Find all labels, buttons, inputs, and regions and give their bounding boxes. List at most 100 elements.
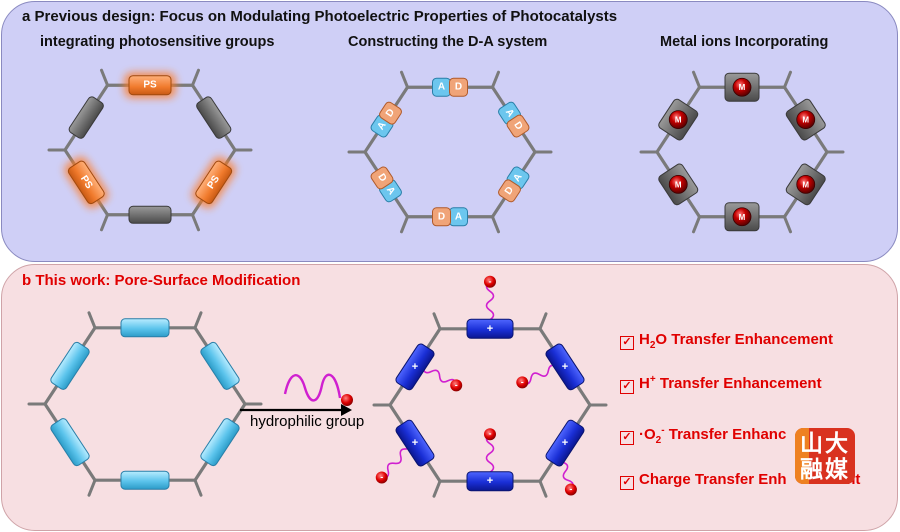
cyan-linker — [200, 341, 240, 390]
watermark-logo: 山大 融媒 — [795, 428, 855, 484]
blue-linker — [395, 343, 435, 391]
metal-ion — [668, 174, 688, 194]
cyan-linker — [120, 470, 170, 490]
subtitle-metal-ions: Metal ions Incorporating — [660, 34, 829, 50]
logo-line-1: 山大 — [800, 430, 850, 456]
minus-sign: - — [521, 377, 524, 387]
plus-sign: + — [562, 361, 568, 373]
minus-sign: - — [380, 472, 383, 482]
logo-stripe — [795, 428, 809, 484]
framework-modified — [372, 312, 608, 498]
framework-stub — [692, 70, 701, 89]
anion-head — [450, 379, 463, 392]
ps-unit — [195, 160, 233, 205]
panel-a-label: a Previous design: Focus on Modulating P… — [22, 8, 618, 25]
checkbox-icon: ✓ — [620, 336, 634, 350]
metal-ion — [732, 207, 752, 227]
ps-unit — [67, 160, 105, 205]
cyan-linker — [50, 341, 90, 390]
blue-linker — [545, 343, 585, 391]
donor-block — [432, 207, 451, 227]
linker-unit — [128, 205, 172, 224]
hydrophilic-chain — [422, 366, 458, 386]
cyan-linker — [50, 418, 90, 467]
framework-stub — [538, 312, 548, 331]
metal-label: M — [739, 213, 746, 222]
metal-label: M — [802, 180, 809, 189]
modified-units: -+-+-+-+-+-+ — [375, 275, 585, 496]
metal-ion — [796, 110, 816, 130]
framework-stub — [191, 213, 200, 232]
plus-sign: + — [487, 323, 493, 335]
donor-block — [449, 77, 468, 97]
blue-linker — [466, 318, 514, 339]
donor-block — [370, 166, 394, 190]
plus-sign: + — [562, 437, 568, 449]
framework-stub — [538, 479, 548, 498]
donor-block — [498, 179, 521, 203]
metal-label: M — [739, 83, 746, 92]
framework-stub — [400, 70, 409, 89]
checkbox-icon: ✓ — [620, 476, 634, 490]
acceptor-label: A — [438, 82, 445, 93]
framework-stub — [432, 479, 442, 498]
minus-sign: - — [489, 276, 492, 286]
linker-unit — [68, 96, 104, 139]
cyan-linker — [200, 418, 240, 467]
anion-head — [516, 376, 529, 389]
feature-proton-transfer: ✓H+ Transfer Enhancement — [620, 374, 822, 394]
hydrophilic-chain — [485, 281, 495, 321]
anion-head — [484, 275, 496, 288]
logo-line-2: 融媒 — [800, 456, 850, 482]
feature-superoxide-transfer: ✓·O2- Transfer Enhanc — [620, 425, 786, 446]
blue-linker — [466, 471, 514, 492]
framework-stub — [400, 215, 409, 234]
feature-charge-transfer: ✓Charge Transfer Enhment — [620, 471, 860, 490]
subtitle-donor-acceptor: Constructing the D-A system — [348, 34, 548, 50]
framework-stub — [193, 478, 203, 497]
plus-sign: + — [412, 361, 418, 373]
donor-block — [379, 101, 402, 125]
blue-linker — [395, 419, 435, 467]
framework-stub — [783, 215, 792, 234]
framework-stub — [783, 70, 792, 89]
hydrophilic-group-label: hydrophilic group — [250, 413, 365, 430]
framework-stub — [100, 213, 109, 232]
metal-label: M — [802, 116, 809, 125]
arrow-head — [341, 404, 352, 416]
metal-units: M M M M M M — [658, 72, 826, 232]
minus-sign: - — [455, 380, 458, 390]
donor-label: D — [455, 82, 462, 93]
panel-b-label: b This work: Pore-Surface Modification — [22, 272, 301, 289]
metal-ion — [668, 110, 688, 130]
framework-stub — [491, 215, 500, 234]
acceptor-label: A — [455, 211, 462, 222]
ps-label: PS — [143, 80, 157, 91]
plus-sign: + — [412, 437, 418, 449]
framework-stub — [491, 70, 500, 89]
reaction-arrow — [240, 373, 353, 416]
anion-head — [564, 483, 577, 496]
framework-stub — [87, 311, 97, 330]
plus-sign: + — [487, 475, 493, 487]
cyan-linker — [120, 318, 170, 338]
framework-unmodified — [27, 311, 263, 497]
framework-stub — [191, 68, 200, 87]
metal-ion — [796, 174, 816, 194]
framework-stub — [100, 68, 109, 87]
linker-unit — [196, 96, 232, 139]
framework-stub — [692, 215, 701, 234]
checkbox-icon: ✓ — [620, 380, 634, 394]
metal-label: M — [675, 116, 682, 125]
minus-sign: - — [569, 484, 572, 494]
hydrophilic-head — [341, 394, 353, 406]
anion-head — [375, 471, 388, 484]
hydrophilic-chain — [283, 373, 342, 402]
metal-label: M — [675, 180, 682, 189]
checkbox-icon: ✓ — [620, 431, 634, 445]
hydrophilic-chain — [381, 448, 408, 479]
ps-unit — [128, 75, 172, 96]
